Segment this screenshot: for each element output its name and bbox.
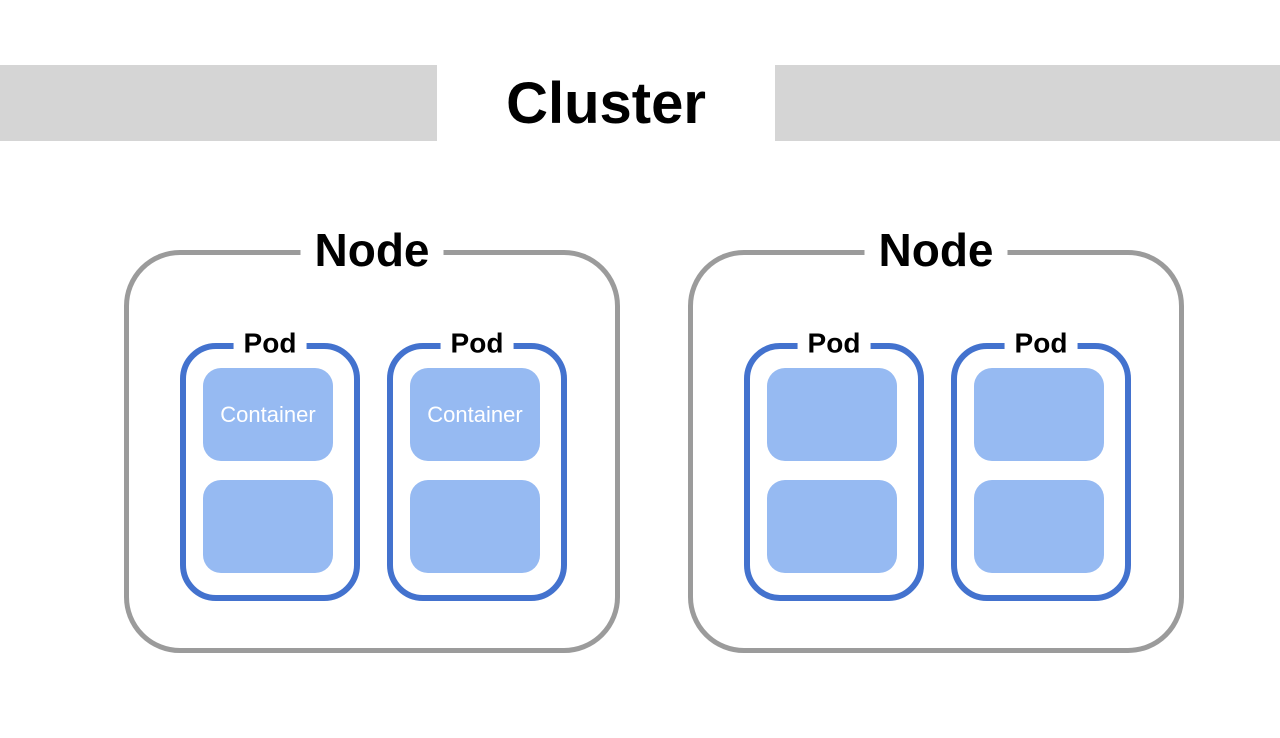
container-box	[974, 368, 1104, 461]
node-box-left: Node Pod Container Pod Container	[124, 226, 620, 653]
pod-box: Pod Container	[180, 328, 360, 601]
node-label: Node	[864, 226, 1008, 274]
container-box	[767, 368, 897, 461]
container-box: Container	[410, 368, 540, 461]
pod-box: Pod	[951, 328, 1131, 601]
container-label: Container	[220, 401, 316, 427]
title-bar-right	[775, 65, 1280, 141]
container-box	[767, 480, 897, 573]
pod-box: Pod	[744, 328, 924, 601]
pod-label: Pod	[233, 328, 307, 358]
container-box	[974, 480, 1104, 573]
container-label: Container	[427, 401, 523, 427]
pod-label: Pod	[797, 328, 871, 358]
container-box	[410, 480, 540, 573]
pod-label: Pod	[440, 328, 514, 358]
node-label: Node	[300, 226, 444, 274]
title-bar-left	[0, 65, 437, 141]
node-box-right: Node Pod Pod	[688, 226, 1184, 653]
pod-box: Pod Container	[387, 328, 567, 601]
cluster-title: Cluster	[506, 70, 706, 136]
container-box: Container	[203, 368, 333, 461]
container-box	[203, 480, 333, 573]
pod-label: Pod	[1004, 328, 1078, 358]
